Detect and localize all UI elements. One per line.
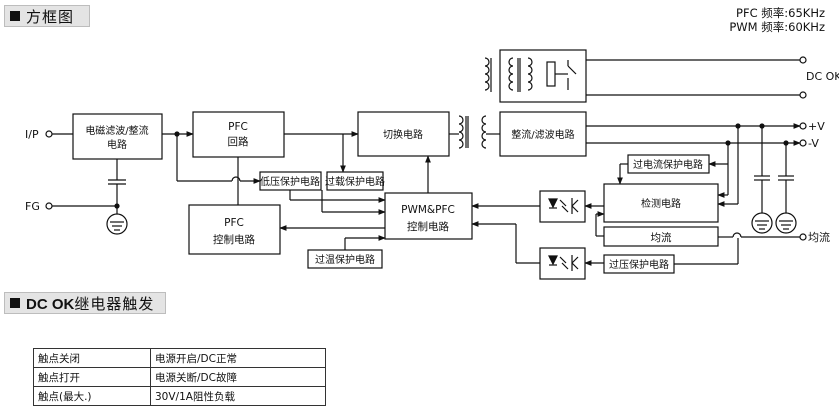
overvoltage-protection-block: 过压保护电路 [603, 254, 675, 274]
rectifier-filter-block: 整流/滤波电路 [499, 111, 587, 157]
terminal-dc-ok: DC OK [806, 70, 839, 83]
emi-filter-block: 电磁滤波/整流 电路 [72, 113, 163, 160]
table-row: 触点关闭 电源开启/DC正常 [33, 348, 326, 368]
svg-text:过压保护电路: 过压保护电路 [609, 258, 669, 271]
ground-symbol-right [775, 212, 797, 234]
current-share-block: 均流 [603, 226, 719, 247]
table-cell: 电源关断/DC故障 [150, 367, 326, 387]
terminal-plus-v: +V [808, 120, 825, 133]
overload-protection-block: 过载保护电路 [325, 171, 385, 191]
svg-text:切换电路: 切换电路 [383, 128, 423, 141]
optocoupler-upper [539, 190, 586, 223]
table-row: 触点打开 电源关断/DC故障 [33, 367, 326, 387]
relay-coil-transformer [484, 57, 492, 92]
svg-text:回路: 回路 [228, 135, 249, 148]
overtemperature-protection-block: 过温保护电路 [307, 249, 383, 269]
svg-text:PFC: PFC [228, 121, 248, 133]
switching-circuit-block: 切换电路 [357, 111, 450, 157]
svg-text:控制电路: 控制电路 [407, 220, 449, 233]
svg-text:过电流保护电路: 过电流保护电路 [633, 158, 703, 171]
table-cell: 触点打开 [33, 367, 151, 387]
svg-text:检测电路: 检测电路 [641, 197, 681, 210]
relay-transformer-box [499, 49, 587, 103]
terminal-minus-v: -V [808, 137, 819, 150]
section-title-dc-ok-relay: DC OK继电器触发 [4, 292, 166, 314]
svg-text:低压保护电路: 低压保护电路 [260, 175, 320, 188]
pfc-circuit-block: PFC 回路 [192, 111, 285, 158]
pfc-frequency: PFC 频率:65KHz [736, 6, 825, 20]
svg-text:PFC: PFC [224, 217, 244, 229]
svg-text:控制电路: 控制电路 [213, 233, 255, 246]
section-square-icon [10, 11, 20, 21]
undervoltage-protection-block: 低压保护电路 [259, 171, 322, 191]
table-cell: 30V/1A阻性负载 [150, 386, 326, 406]
section-title-block-diagram: 方框图 [4, 5, 90, 27]
terminal-ip: I/P [25, 128, 39, 141]
svg-text:过载保护电路: 过载保护电路 [325, 175, 385, 188]
ground-symbol-left [751, 212, 773, 234]
svg-text:电磁滤波/整流: 电磁滤波/整流 [85, 124, 148, 137]
svg-text:整流/滤波电路: 整流/滤波电路 [511, 128, 574, 141]
pwm-pfc-control-block: PWM&PFC 控制电路 [384, 192, 473, 240]
terminal-current-share: 均流 [808, 230, 830, 244]
svg-text:电路: 电路 [107, 138, 127, 151]
section-square-icon [10, 298, 20, 308]
svg-text:均流: 均流 [651, 231, 672, 244]
svg-text:过温保护电路: 过温保护电路 [315, 253, 375, 266]
overcurrent-protection-block: 过电流保护电路 [627, 154, 710, 174]
detection-circuit-block: 检测电路 [603, 183, 719, 223]
table-cell: 触点(最大.) [33, 386, 151, 406]
pwm-frequency: PWM 频率:60KHz [729, 20, 825, 34]
pfc-control-block: PFC 控制电路 [188, 204, 281, 255]
table-cell: 电源开启/DC正常 [150, 348, 326, 368]
svg-text:PWM&PFC: PWM&PFC [401, 204, 455, 216]
relay-contact-table: 触点关闭 电源开启/DC正常 触点打开 电源关断/DC故障 触点(最大.) 30… [33, 348, 326, 406]
main-transformer [458, 115, 487, 149]
terminal-fg: FG [25, 200, 40, 213]
wiring [45, 56, 807, 266]
section-title-text: 方框图 [26, 7, 75, 26]
optocoupler-lower [539, 247, 586, 280]
section-title-text: DC OK继电器触发 [26, 294, 155, 313]
table-cell: 触点关闭 [33, 348, 151, 368]
table-row: 触点(最大.) 30V/1A阻性负载 [33, 386, 326, 406]
